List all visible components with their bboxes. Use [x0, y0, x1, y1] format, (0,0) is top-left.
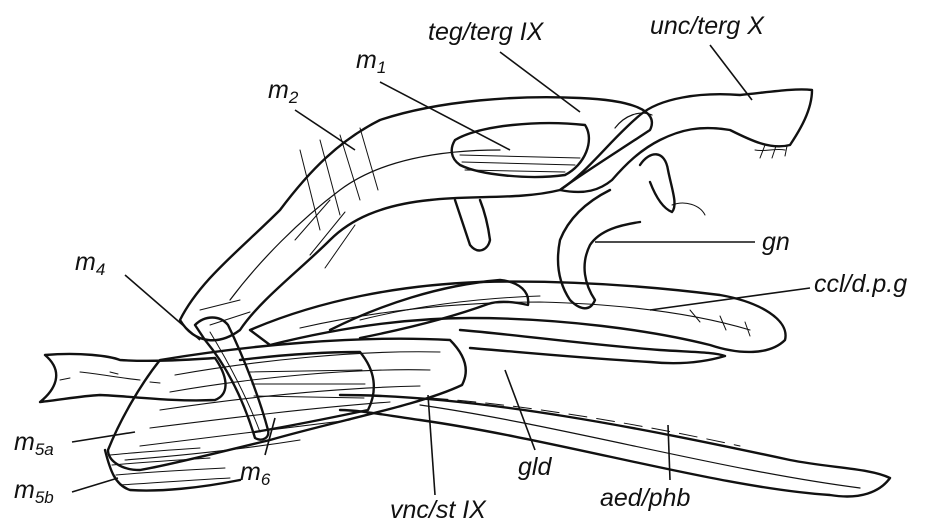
label-m1: m1 [356, 48, 386, 76]
anterior-projection [40, 354, 226, 402]
leader-m5a [72, 432, 135, 442]
leader-vnc [428, 395, 435, 495]
leader-m5b [72, 478, 118, 492]
label-unc-terg-x: unc/terg X [650, 14, 764, 39]
muscle-m5-bundle [105, 448, 240, 491]
leader-m2 [295, 110, 355, 150]
leader-aed [668, 425, 670, 480]
label-teg-terg-ix: teg/terg IX [428, 20, 543, 45]
gland-process [330, 280, 725, 363]
label-m4: m4 [75, 250, 105, 278]
label-gld: gld [518, 455, 551, 480]
label-ccl-dpg: ccl/d.p.g [814, 272, 907, 297]
leader-lines [72, 45, 810, 495]
label-vnc-st-ix: vnc/st IX [390, 498, 486, 523]
label-aed-phb: aed/phb [600, 486, 690, 511]
uncus-structure [560, 89, 812, 191]
label-m5a: m5a [14, 430, 54, 458]
leader-m4 [125, 275, 200, 340]
leader-ccl [650, 288, 810, 310]
tegumen-window [452, 123, 589, 177]
label-gn: gn [762, 230, 790, 255]
tegumen-appendage [455, 200, 490, 250]
leader-teg [500, 52, 580, 112]
aedeagus-structure [340, 395, 890, 496]
label-m6: m6 [240, 460, 270, 488]
label-m5b: m5b [14, 478, 54, 506]
leader-m1 [380, 82, 510, 150]
label-m2: m2 [268, 78, 298, 106]
leader-unc [710, 45, 752, 100]
